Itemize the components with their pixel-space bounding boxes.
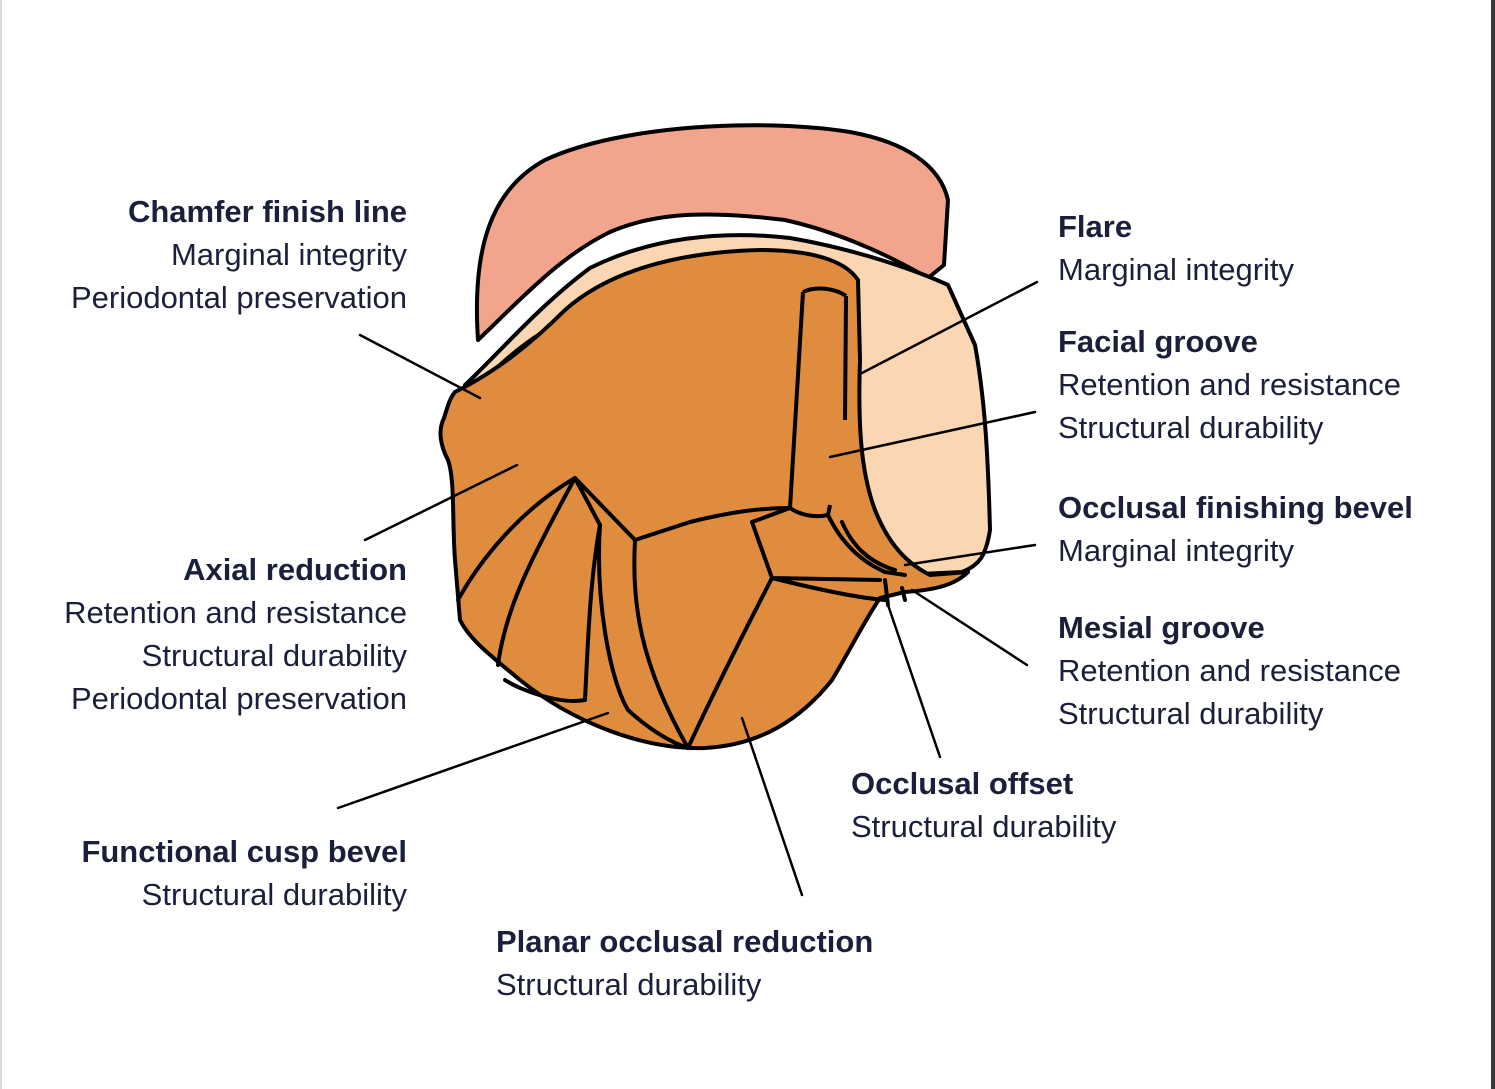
leader-lines <box>336 280 1039 897</box>
label-line: Structural durability <box>141 638 407 673</box>
leader-finishing <box>903 543 1037 567</box>
label-title: Chamfer finish line <box>127 194 407 229</box>
label-axial-reduction: Axial reduction Retention and resistance… <box>64 548 407 720</box>
label-mesial-groove: Mesial groove Retention and resistance S… <box>1058 606 1401 735</box>
leader-functional <box>336 711 610 810</box>
label-occlusal-offset: Occlusal offset Structural durability <box>851 762 1116 848</box>
label-line: Periodontal preservation <box>70 681 407 716</box>
label-line: Marginal integrity <box>1058 252 1295 287</box>
label-title: Facial groove <box>1058 324 1258 359</box>
label-title: Mesial groove <box>1058 610 1265 645</box>
label-line: Retention and resistance <box>1058 653 1401 688</box>
label-planar-occlusal-reduction: Planar occlusal reduction Structural dur… <box>496 920 873 1006</box>
leader-mesial <box>910 588 1029 667</box>
leader-offset <box>886 603 942 759</box>
label-title: Planar occlusal reduction <box>496 924 874 959</box>
label-line: Structural durability <box>496 967 762 1002</box>
label-title: Functional cusp bevel <box>81 834 407 869</box>
label-title: Occlusal offset <box>851 766 1074 801</box>
label-line: Periodontal preservation <box>70 280 407 315</box>
occlusal-facets <box>456 476 907 750</box>
leader-planar <box>740 716 804 897</box>
label-title: Axial reduction <box>183 552 407 587</box>
label-chamfer-finish-line: Chamfer finish line Marginal integrity P… <box>71 190 407 319</box>
leader-axial <box>363 463 519 542</box>
label-occlusal-finishing-bevel: Occlusal finishing bevel Marginal integr… <box>1058 486 1413 572</box>
label-line: Structural durability <box>141 877 407 912</box>
label-line: Structural durability <box>851 809 1117 844</box>
label-title: Occlusal finishing bevel <box>1058 490 1413 525</box>
page-edge-right <box>1491 0 1495 1089</box>
label-line: Structural durability <box>1058 696 1324 731</box>
label-facial-groove: Facial groove Retention and resistance S… <box>1058 320 1401 449</box>
label-title: Flare <box>1058 209 1133 244</box>
label-line: Structural durability <box>1058 410 1324 445</box>
label-line: Marginal integrity <box>1058 533 1295 568</box>
label-line: Retention and resistance <box>1058 367 1401 402</box>
label-flare: Flare Marginal integrity <box>1058 205 1294 291</box>
label-line: Retention and resistance <box>64 595 407 630</box>
leader-chamfer <box>358 333 482 400</box>
page-edge-left <box>0 0 2 1089</box>
leader-facial <box>828 410 1037 459</box>
label-line: Marginal integrity <box>170 237 407 272</box>
prepared-tooth-body <box>438 248 970 751</box>
gingiva-surface <box>474 123 950 342</box>
leader-flare <box>860 280 1039 375</box>
label-functional-cusp-bevel: Functional cusp bevel Structural durabil… <box>81 830 407 916</box>
